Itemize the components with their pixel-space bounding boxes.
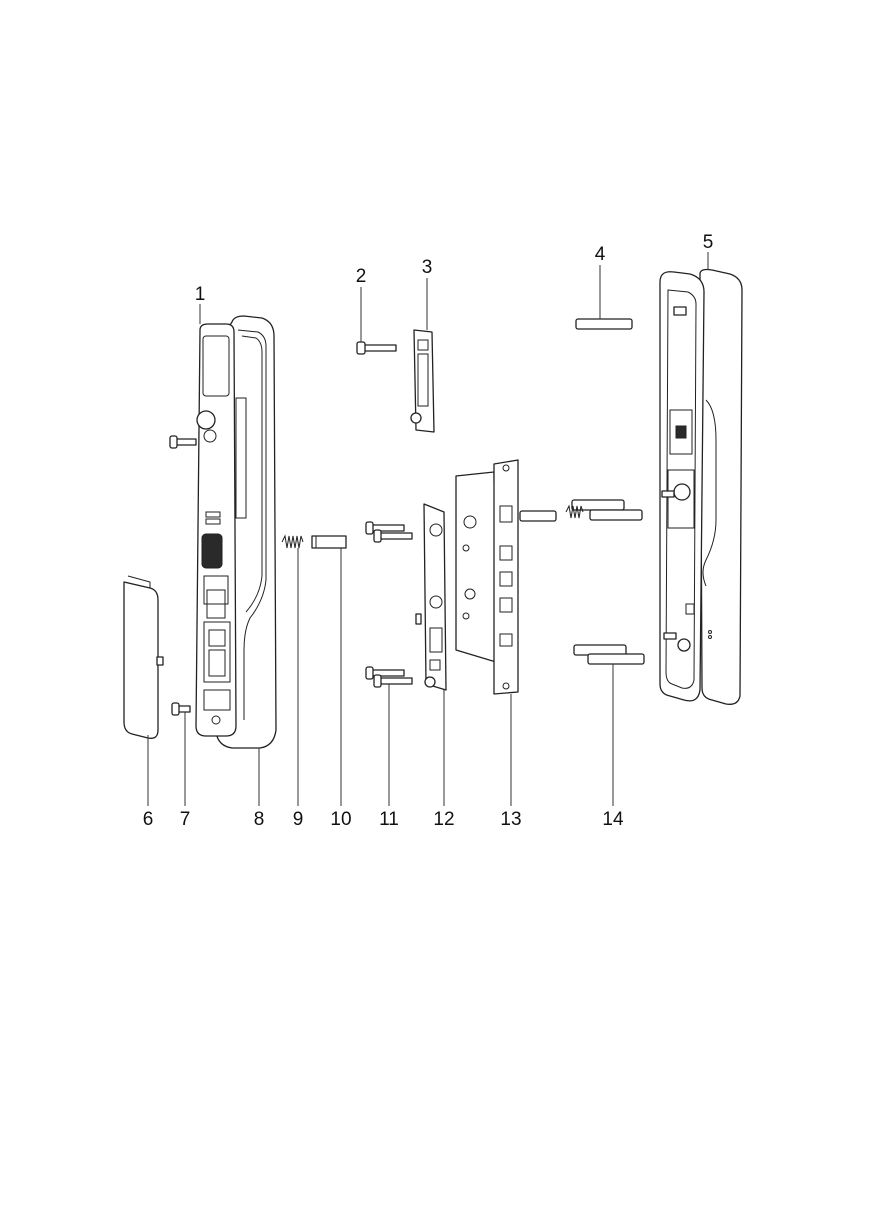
callout-4: 4 (595, 244, 606, 265)
spindle-pins-bottom (574, 645, 644, 664)
callout-5: 5 (703, 232, 714, 253)
callout-6: 6 (143, 809, 154, 830)
mortise-lock-body (456, 460, 518, 694)
cover-screw (172, 703, 190, 715)
callout-7: 7 (180, 809, 191, 830)
mounting-bolt-top (357, 342, 396, 354)
spindle-pins-middle (520, 500, 642, 521)
callout-12: 12 (433, 809, 454, 830)
callout-2: 2 (356, 266, 367, 287)
mounting-bolts-middle (366, 522, 412, 542)
small-mounting-plate (411, 330, 434, 432)
callout-9: 9 (293, 809, 304, 830)
mounting-plate (416, 504, 446, 690)
spindle-pin-top (576, 319, 632, 329)
callout-13: 13 (500, 809, 521, 830)
rear-panel (660, 270, 742, 705)
front-panel (196, 324, 236, 736)
battery-cover (124, 576, 163, 738)
spring (282, 536, 303, 548)
callout-1: 1 (195, 284, 206, 305)
callout-11: 11 (379, 809, 399, 830)
callout-3: 3 (422, 257, 433, 278)
callout-14: 14 (602, 809, 624, 830)
callout-8: 8 (254, 809, 265, 830)
square-spindle (312, 536, 346, 548)
panel-screw (170, 436, 196, 448)
callout-10: 10 (330, 809, 351, 830)
